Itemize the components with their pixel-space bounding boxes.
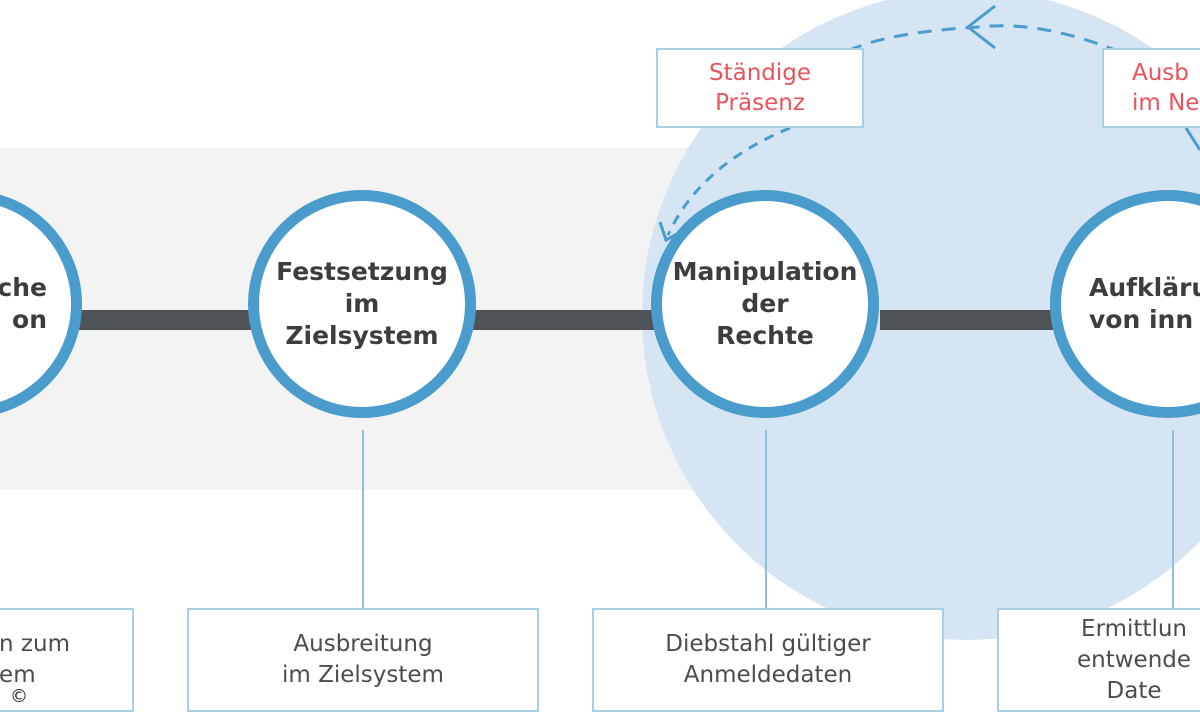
copyright-mark: ©: [10, 686, 28, 707]
tag-network-spread-label: Ausb im Ne: [1132, 60, 1200, 116]
stem-3: [765, 430, 767, 608]
stage-node-4-label: Aufklärun von inn: [1089, 273, 1200, 334]
tag-network-spread: Ausb im Ne: [1102, 48, 1200, 128]
connector-2-3: [470, 310, 670, 330]
detail-box-3: Diebstahl gültiger Anmeldedaten: [592, 608, 944, 712]
detail-box-4-label: Ermittlun entwende Date: [1077, 615, 1192, 704]
stem-2: [362, 430, 364, 608]
detail-box-1-label: n zum em: [0, 631, 70, 688]
detail-box-1: n zum em: [0, 608, 134, 712]
detail-box-2-label: Ausbreitung im Zielsystem: [282, 631, 444, 688]
connector-3-4: [880, 310, 1080, 330]
stage-node-2: Festsetzung im Zielsystem: [248, 190, 476, 418]
tag-permanent-presence: Ständige Präsenz: [656, 48, 864, 128]
detail-box-2: Ausbreitung im Zielsystem: [187, 608, 539, 712]
stage-node-3: Manipulation der Rechte: [651, 190, 879, 418]
stage-node-3-label: Manipulation der Rechte: [672, 257, 858, 350]
detail-box-3-label: Diebstahl gültiger Anmeldedaten: [665, 631, 871, 688]
stage-node-1-label: che on: [0, 273, 47, 334]
detail-box-4: Ermittlun entwende Date: [997, 608, 1200, 712]
connector-1-2: [60, 310, 260, 330]
stem-4: [1172, 430, 1174, 608]
stage-node-2-label: Festsetzung im Zielsystem: [276, 257, 448, 350]
tag-permanent-presence-label: Ständige Präsenz: [708, 60, 812, 116]
